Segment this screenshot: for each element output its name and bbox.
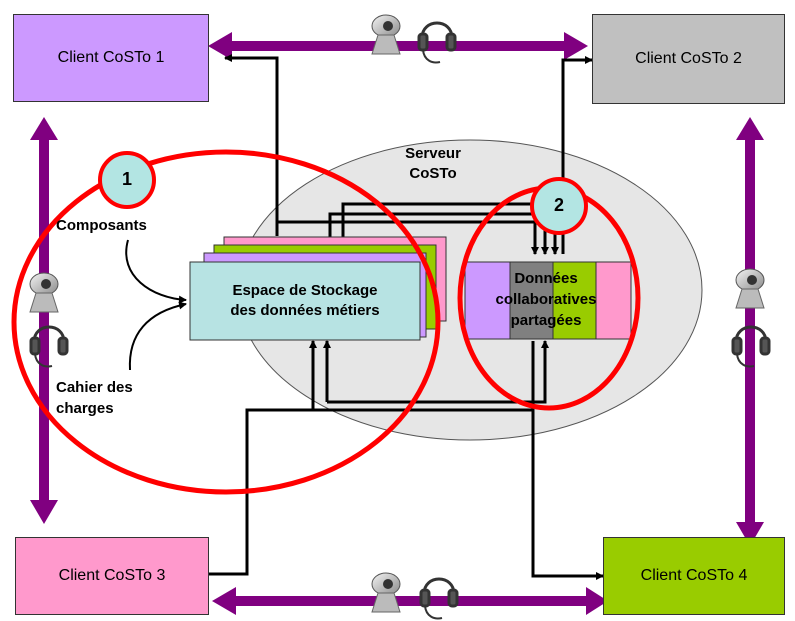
marker-1-number: 1 xyxy=(121,169,132,189)
storage-box xyxy=(189,261,421,341)
storage-title: Espace de Stockage des données métiers xyxy=(230,282,380,319)
webcam-icon xyxy=(735,268,765,309)
shared-seg-3 xyxy=(552,261,597,340)
webcam-icon xyxy=(371,14,401,55)
purple-link-right xyxy=(736,117,764,546)
headset-icon xyxy=(417,21,457,64)
arrow-components xyxy=(125,239,187,304)
purple-link-bottom xyxy=(212,587,608,615)
marker-2-number: 2 xyxy=(553,195,564,215)
client-costo-3: Client CoSTo 3 xyxy=(15,537,209,615)
headset-icon xyxy=(29,325,69,368)
headset-icon xyxy=(731,325,771,368)
shared-seg-4 xyxy=(595,261,632,340)
client-costo-1: Client CoSTo 1 xyxy=(13,14,209,102)
components-label: Composants xyxy=(56,217,147,234)
server-title: Serveur CoSTo xyxy=(405,145,461,182)
marker-1 xyxy=(98,151,156,209)
client-costo-2: Client CoSTo 2 xyxy=(592,14,785,104)
client-costo-4-label: Client CoSTo 4 xyxy=(640,567,748,584)
purple-link-top xyxy=(208,32,588,60)
purple-link-left xyxy=(30,117,58,524)
marker-2 xyxy=(530,177,588,235)
highlight-ellipse-1 xyxy=(11,149,441,495)
client-costo-2-label: Client CoSTo 2 xyxy=(635,50,742,67)
webcam-icon xyxy=(371,572,401,613)
shared-seg-1 xyxy=(464,261,511,340)
client-costo-1-label: Client CoSTo 1 xyxy=(57,49,165,66)
client-costo-4: Client CoSTo 4 xyxy=(603,537,785,615)
arrow-specs xyxy=(128,301,187,371)
client-costo-3-label: Client CoSTo 3 xyxy=(58,567,166,584)
shared-seg-2 xyxy=(509,261,554,340)
headset-icon xyxy=(419,577,459,620)
webcam-icon xyxy=(29,272,59,313)
shared-data-title: Données collaboratives partagées xyxy=(495,270,597,329)
specs-label: Cahier des charges xyxy=(56,379,133,417)
